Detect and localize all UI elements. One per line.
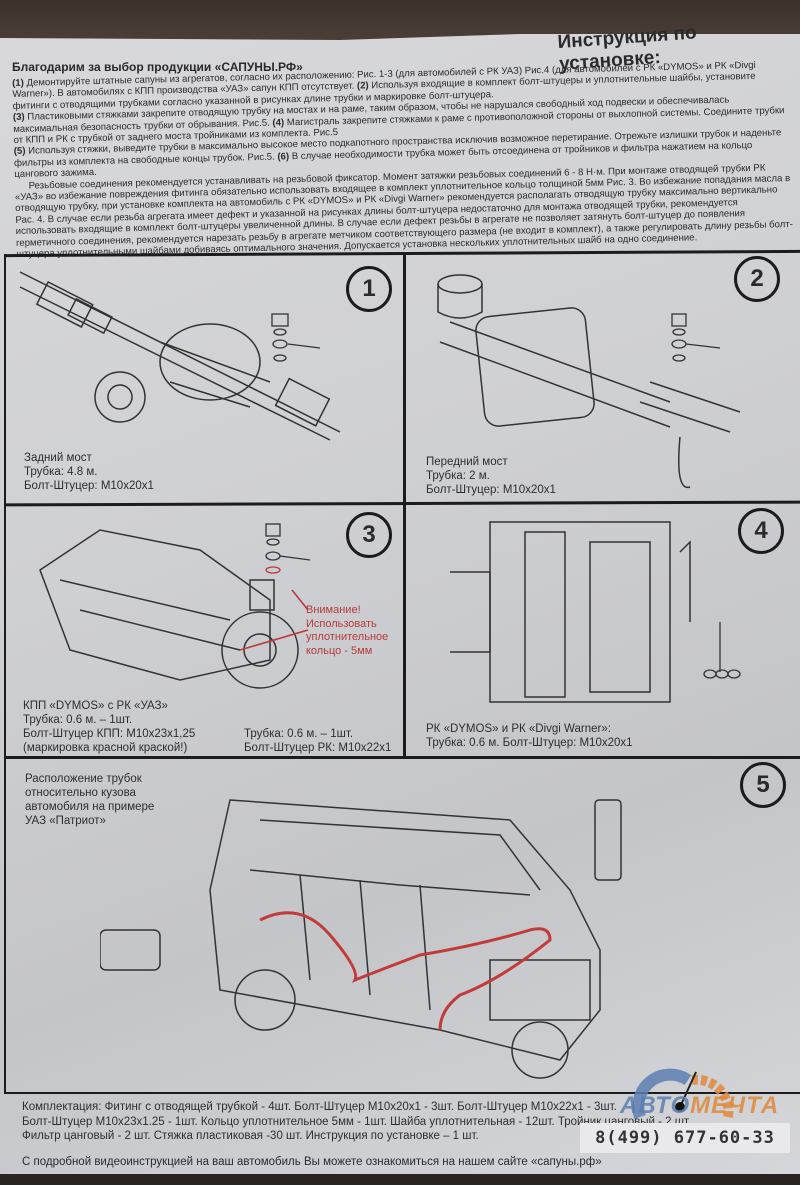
phone-number: 8(499) 677-60-33 [580,1123,790,1153]
divider-row3 [4,756,800,759]
vehicle-layout-caption: Расположение трубок относительно кузова … [25,772,154,828]
warning-pointers [239,589,309,651]
kit-line: Фильтр цанговый - 2 шт. Стяжка пластиков… [22,1130,479,1143]
instructions-text: (1) Демонтируйте штатные сапуны из агрег… [12,59,796,261]
caption-tube-bolt: Трубка: 0.6 м. Болт-Штуцер: M10x20x1 [426,737,633,749]
caption-line: относительно кузова [25,787,136,799]
panel-number-3: 3 [346,512,392,558]
vehicle-illustration [100,799,622,1079]
caption-title: Передний мост [426,456,508,468]
panel-number-2: 2 [734,256,780,302]
panel-number-5: 5 [740,762,786,808]
step-5-number: (5) [13,146,26,158]
kit-line: Болт-Штуцер M10x23x1.25 - 1шт. Кольцо уп… [22,1115,692,1128]
video-instruction-note: С подробной видеоинструкцией на ваш авто… [22,1156,602,1168]
caption-tube: Трубка: 0.6 м. – 1шт. [244,728,354,740]
caption-bolt: Болт-Штуцер: M10x20x1 [24,480,154,492]
panel-number-4: 4 [738,508,784,554]
gearbox-caption: КПП «DYMOS» с РК «УАЗ» Трубка: 0.6 м. – … [23,699,195,755]
transfer-case-caption: Трубка: 0.6 м. – 1шт. Болт-Штуцер РК: M1… [244,727,391,755]
caption-bolt: Болт-Штуцер: M10x20x1 [426,484,556,496]
caption-tube: Трубка: 4.8 м. [24,466,98,478]
caption-bolt: Болт-Штуцер РК: M10x22x1 [244,742,392,754]
caption-title: РК «DYMOS» и РК «Divgi Warner»: [426,723,611,735]
warning-title: Внимание! [306,604,361,616]
caption-tube: Трубка: 2 м. [426,470,490,482]
front-axle-illustration [437,274,741,489]
watermark-brand: АВТОМЕЧТА [620,1092,779,1120]
transfer-case-dymos-caption: РК «DYMOS» и РК «Divgi Warner»: Трубка: … [426,722,633,750]
gearbox-illustration [39,523,311,689]
front-axle-caption: Передний мост Трубка: 2 м. Болт-Штуцер: … [426,455,556,497]
warning-line: уплотнительное [306,631,389,643]
warning-note: Внимание! Использовать уплотнительное ко… [306,604,388,658]
caption-line: Расположение трубок [25,773,142,785]
fitting-detail [271,313,321,362]
thanks-heading: Благодарим за выбор продукции «САПУНЫ.РФ… [12,60,303,74]
caption-bolt: Болт-Штуцер КПП: M10x23x1,25 [23,728,196,740]
warning-line: кольцо - 5мм [306,644,373,657]
divider-bottom [4,1092,800,1094]
caption-line: УАЗ «Патриот» [25,815,106,827]
background-surface [0,0,800,40]
fitting-detail [703,622,741,679]
transfer-case-illustration [450,521,741,703]
kit-line: Комплектация: Фитинг с отводящей трубкой… [22,1101,617,1113]
divider-vertical [403,254,406,757]
steps-paragraph: (1) Демонтируйте штатные сапуны из агрег… [12,59,794,181]
caption-marking: (маркировка красной краской!) [23,742,188,754]
step-4-number: (4) [272,116,285,129]
brand-part-a: АВТО [620,1092,691,1119]
step-1-number: (1) [12,77,24,89]
step-6-number: (6) [277,151,290,163]
fitting-detail [671,313,721,362]
step-2-number: (2) [356,80,369,92]
rear-axle-caption: Задний мост Трубка: 4.8 м. Болт-Штуцер: … [24,451,154,493]
caption-line: автомобиля на примере [25,801,155,813]
kit-contents: Комплектация: Фитинг с отводящей трубкой… [22,1100,691,1144]
step-3-number: (3) [12,111,25,124]
instruction-sheet [0,34,800,1174]
avtomechta-logo-icon [632,1068,734,1119]
brand-part-b: МЕЧТА [690,1092,780,1119]
caption-title: Задний мост [24,452,92,464]
panel-number-1: 1 [346,266,392,312]
rear-axle-illustration [19,271,341,441]
caption-tube: Трубка: 0.6 м. – 1шт. [23,714,133,726]
warning-line: Использовать [306,617,377,630]
caption-title: КПП «DYMOS» с РК «УАЗ» [23,700,168,712]
frame-left [4,254,6,1092]
fitting-detail [265,523,311,574]
tube-routing [259,911,552,1031]
